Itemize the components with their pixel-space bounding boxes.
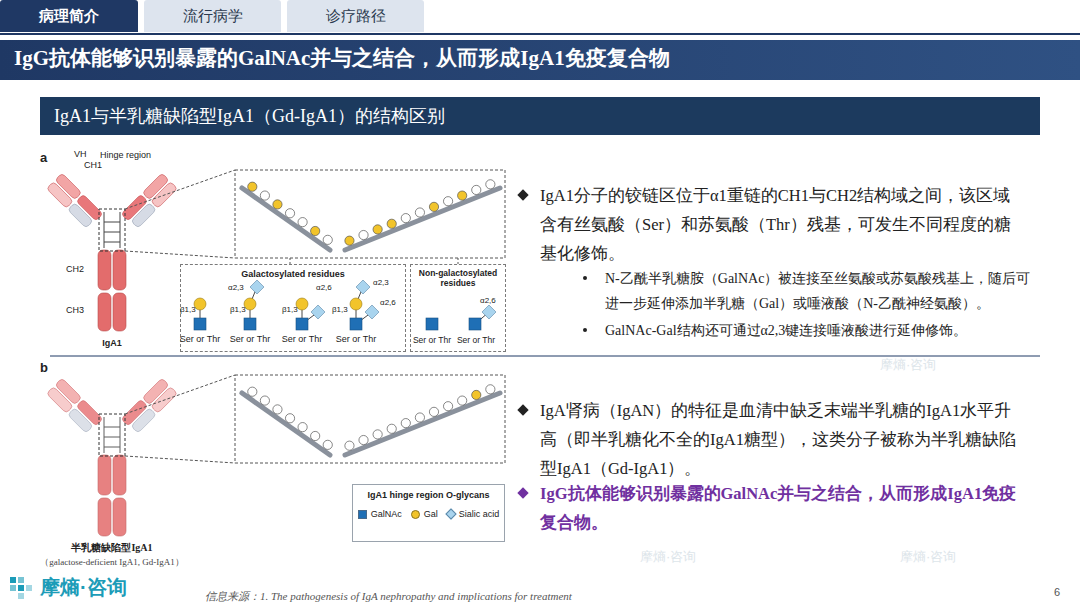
glycan-bead (373, 225, 382, 234)
watermark: 摩熵·咨询 (640, 548, 696, 566)
bond-label: α2,3 (373, 278, 389, 287)
glycan-bead (429, 202, 438, 211)
legend-swatch (411, 510, 420, 519)
glycan-bead (415, 208, 424, 217)
node-text: Galactosylated residues (241, 269, 345, 279)
bullet-text: IgA肾病（IgAN）的特征是血清中缺乏末端半乳糖的IgA1水平升高（即半乳糖化… (540, 396, 1020, 483)
glycan-bead (311, 431, 320, 440)
glycan-bead (260, 396, 269, 405)
glycan-bead (429, 407, 438, 416)
glycan-bead (345, 441, 354, 450)
residue-label: Ser or Thr (457, 335, 495, 345)
bond-label: α2,6 (480, 296, 496, 305)
glycan-bead (273, 405, 282, 414)
bullet-text: IgA1分子的铰链区位于α1重链的CH1与CH2结构域之间，该区域含有丝氨酸（S… (540, 181, 1020, 268)
nav-tab: 诊疗路径 (287, 0, 424, 32)
glycan-bead (248, 182, 257, 191)
figure-caption: （galactose-deficient IgA1, Gd-IgA1） (40, 556, 184, 569)
bond-label: β1,3 (230, 305, 246, 314)
glycan-bead (373, 430, 382, 439)
part-label: Hinge region (100, 150, 151, 160)
legend-item: Gal (411, 509, 438, 519)
residue-label: Ser or Thr (282, 334, 322, 344)
source-note: 信息来源：1. The pathogenesis of IgA nephropa… (205, 589, 572, 604)
glycan-bead (323, 235, 332, 244)
glycan-bead (285, 209, 294, 218)
legend-text: Sialic acid (459, 509, 500, 519)
glycan-bead (345, 236, 354, 245)
glycan-bead (298, 218, 307, 227)
slide-title: IgG抗体能够识别暴露的GalNAc并与之结合，从而形成IgA1免疫复合物 (14, 44, 670, 72)
legend-box: IgA1 hinge region O-glycansGalNAc Gal Sial… (352, 484, 505, 542)
section-band: IgA1与半乳糖缺陷型IgA1（Gd-IgA1）的结构区别 (40, 97, 1040, 135)
glycan-bead (472, 390, 481, 399)
node-text: 诊疗路径 (326, 7, 386, 26)
part-label: VH (74, 149, 87, 159)
panel-letter: b (40, 360, 48, 375)
glycan-bead (401, 419, 410, 428)
glycan-bead (415, 413, 424, 422)
sub-bullet-text: N-乙酰半乳糖胺（GalNAc）被连接至丝氨酸或苏氨酸残基上，随后可进一步延伸添… (605, 266, 1037, 316)
glycan-bead (443, 402, 452, 411)
residue-label: Ser or Thr (336, 334, 376, 344)
residue-label: Ser or Thr (413, 335, 451, 345)
glycan-bead (401, 214, 410, 223)
node-text: IgA1与半乳糖缺陷型IgA1（Gd-IgA1）的结构区别 (54, 104, 1040, 128)
node-text: 流行病学 (183, 7, 243, 26)
glycan-bead (285, 414, 294, 423)
glycan-bead (323, 440, 332, 449)
nav-tab: 病理简介 (0, 0, 138, 32)
glycan-bead (311, 226, 320, 235)
glycan-bead (387, 219, 396, 228)
glycan-bead (359, 230, 368, 239)
node-text: Non-galactosylated residues (413, 268, 503, 288)
bond-label: β1,3 (332, 305, 348, 314)
watermark: 摩熵·咨询 (900, 548, 956, 566)
bond-label: α2,6 (380, 298, 396, 307)
bullet-text: IgG抗体能够识别暴露的GalNAc并与之结合，从而形成IgA1免疫复合物。 (540, 479, 1020, 537)
figure-caption: IgA1 (102, 338, 122, 348)
legend-swatch (358, 510, 367, 519)
legend-item: GalNAc (358, 509, 402, 519)
legend-text: GalNAc (371, 509, 402, 519)
legend-row: GalNAc Gal Sialic acid (358, 509, 500, 519)
page-number: 6 (1054, 586, 1060, 598)
part-label: CH1 (84, 160, 102, 170)
glycan-bead (458, 396, 467, 405)
glycan-bead (387, 424, 396, 433)
glycan-bead (443, 197, 452, 206)
legend-swatch (445, 508, 456, 519)
glycan-bead (486, 385, 495, 394)
legend-item: Sialic acid (447, 509, 500, 519)
bond-label: α2,3 (228, 283, 244, 292)
figure-caption: 半乳糖缺陷型IgA1 (71, 541, 152, 555)
panel-letter: a (40, 150, 47, 165)
glycan-bead (359, 435, 368, 444)
watermark: 摩熵·咨询 (880, 356, 936, 374)
glycan-bead (273, 200, 282, 209)
node-text: 病理简介 (39, 7, 99, 26)
nav-tab: 流行病学 (144, 0, 281, 32)
node-text: IgA1 hinge region O-glycans (367, 490, 489, 500)
residue-label: Ser or Thr (180, 334, 220, 344)
part-label: CH3 (66, 305, 84, 315)
bond-label: β1,3 (180, 305, 196, 314)
sub-bullet-text: GalNAc-Gal结构还可通过α2,3键连接唾液酸进行延伸修饰。 (605, 318, 1037, 343)
glycan-bead (472, 185, 481, 194)
glycan-bead (486, 180, 495, 189)
glycan-bead (260, 191, 269, 200)
legend-text: Gal (424, 509, 438, 519)
glycan-bead (458, 191, 467, 200)
glycan-bead (298, 423, 307, 432)
glycan-bead (248, 387, 257, 396)
bond-label: β1,3 (282, 305, 298, 314)
bond-label: α2,6 (316, 283, 332, 292)
residue-label: Ser or Thr (230, 334, 270, 344)
part-label: CH2 (66, 264, 84, 274)
brand-logo: 摩熵·咨询 (40, 574, 127, 601)
